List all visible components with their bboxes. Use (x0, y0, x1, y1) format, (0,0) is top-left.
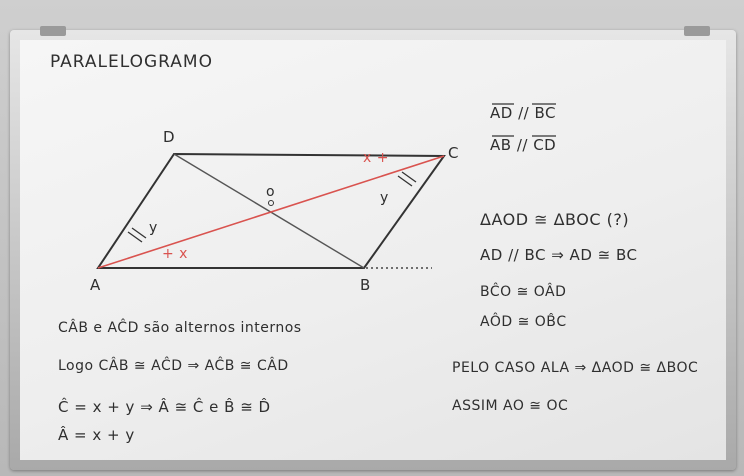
center-label-o: o (266, 184, 276, 200)
vertex-label-b: B (360, 276, 371, 294)
note-claim: ΔAOD ≅ ΔBOC (?) (480, 210, 630, 229)
angle-mark-red-c: x + (363, 150, 389, 166)
angle-mark-red-a: + x (162, 246, 188, 262)
center-point (268, 200, 274, 206)
note-step-1: AD // BC ⇒ AD ≅ BC (480, 246, 638, 264)
vertex-label-d: D (163, 128, 176, 146)
tick-mark (397, 175, 413, 187)
note-step-3: AÔD ≅ OB̂C (480, 314, 567, 330)
note-angle-c: Ĉ = x + y ⇒ Â ≅ Ĉ e B̂ ≅ D̂ (58, 398, 271, 416)
tick-mark (127, 231, 143, 243)
angle-mark-y-a: y (149, 220, 158, 236)
note-parallel-ab-cd: AB // CD (490, 136, 557, 154)
note-alternate-angles: CÂB e AĈD são alternos internos (58, 320, 302, 336)
tick-mark (401, 171, 417, 183)
vertex-label-c: C (448, 144, 459, 162)
note-parallel-ad-bc: AD // BC (490, 104, 556, 122)
frame-clip (684, 26, 710, 36)
tick-mark (131, 227, 147, 239)
note-logo: Logo CÂB ≅ AĈD ⇒ AĈB ≅ CÂD (58, 358, 289, 374)
note-step-2: BĈO ≅ OÂD (480, 284, 567, 300)
frame-clip (40, 26, 66, 36)
note-angle-a: Â = x + y (58, 426, 135, 444)
parallelogram-drawing (96, 103, 556, 269)
vertex-label-a: A (90, 276, 101, 294)
diagonal-ac (97, 155, 445, 269)
diagonal-bd (173, 153, 365, 269)
whiteboard-surface: PARALELOGRAMO D C A B o x + + x y y AD /… (20, 40, 726, 460)
angle-mark-y-c: y (380, 190, 389, 206)
note-case-ala: PELO CASO ALA ⇒ ΔAOD ≅ ΔBOC (452, 360, 699, 376)
board-title: PARALELOGRAMO (50, 52, 213, 72)
note-conclusion: ASSIM AO ≅ OC (452, 398, 569, 414)
